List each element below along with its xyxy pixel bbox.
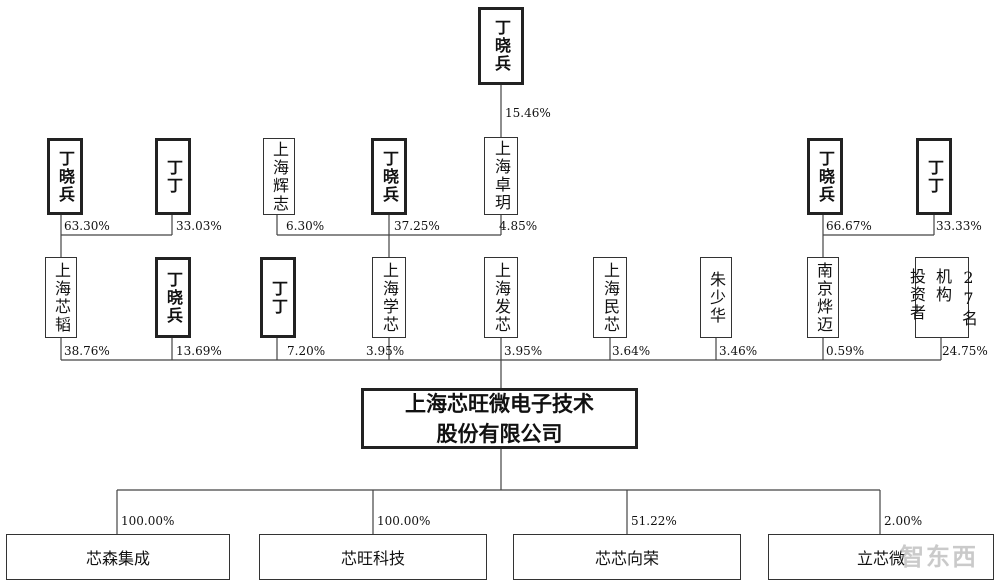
- top-person-box: 丁晓兵: [478, 7, 524, 85]
- pct-shanghai-faxin: 3.95%: [504, 344, 543, 358]
- pct-xinxin-xiangrong: 51.22%: [631, 514, 677, 528]
- watermark-logo: 智东西: [900, 543, 978, 571]
- shareholder-shanghai-xintao-box: 上海芯韬: [45, 257, 77, 338]
- tier2-dxb-mid-box: 丁晓兵: [371, 138, 407, 215]
- pct-dxb-mid: 37.25%: [394, 219, 440, 233]
- shareholder-27-institutions-box: 27名 机构 投资者: [907, 257, 978, 338]
- tier2-dxb-left-box: 丁晓兵: [47, 138, 83, 215]
- subsidiary-xinwang-tech-box: 芯旺科技: [259, 534, 487, 580]
- company-name-line2: 股份有限公司: [436, 421, 563, 446]
- tier2-dd-left-box: 丁丁: [155, 138, 191, 215]
- company-name-line1: 上海芯旺微电子技术: [405, 391, 594, 416]
- shareholder-zhu-shaohua-box: 朱少华: [700, 257, 732, 338]
- pct-shanghai-minxin: 3.64%: [612, 344, 651, 358]
- pct-dd-left: 33.03%: [176, 219, 222, 233]
- pct-shanghai-zhuoyue: 4.85%: [499, 219, 538, 233]
- pct-shareholder-dxb: 13.69%: [176, 344, 222, 358]
- pct-shareholder-dd: 7.20%: [287, 344, 326, 358]
- shareholder-shanghai-minxin-box: 上海民芯: [593, 257, 627, 338]
- pct-zhu-shaohua: 3.46%: [719, 344, 758, 358]
- pct-xinsen: 100.00%: [121, 514, 175, 528]
- pct-27-institutions: 24.75%: [942, 344, 988, 358]
- subsidiary-xinsen-box: 芯森集成: [6, 534, 230, 580]
- pct-shanghai-xiezhi: 6.30%: [286, 219, 325, 233]
- shareholder-nanjing-yemai-box: 南京烨迈: [807, 257, 839, 338]
- shareholder-dd-box: 丁丁: [260, 257, 296, 338]
- shareholder-shanghai-faxin-box: 上海发芯: [484, 257, 518, 338]
- tier2-dxb-right-box: 丁晓兵: [807, 138, 843, 215]
- top-person-name: 丁晓兵: [492, 19, 511, 73]
- shareholder-dxb-box: 丁晓兵: [155, 257, 191, 338]
- tier2-dd-right-box: 丁丁: [916, 138, 952, 215]
- pct-shanghai-xintao: 38.76%: [64, 344, 110, 358]
- main-company-box: 上海芯旺微电子技术 股份有限公司: [361, 388, 638, 449]
- institutions-name: 27名 机构 投资者: [907, 267, 978, 328]
- subsidiary-lixinwei-box: 立芯微: [768, 534, 994, 580]
- shareholder-shanghai-xuexin-box: 上海学芯: [372, 257, 406, 338]
- pct-nanjing-yemai: 0.59%: [826, 344, 865, 358]
- subsidiary-xinxin-xiangrong-box: 芯芯向荣: [513, 534, 741, 580]
- pct-top-to-zhuoyue: 15.46%: [505, 106, 551, 120]
- pct-shanghai-xuexin: 3.95%: [366, 344, 405, 358]
- tier2-shanghai-zhuoyue-box: 上海卓玥: [484, 137, 518, 215]
- pct-dxb-right: 66.67%: [826, 219, 872, 233]
- pct-dd-right: 33.33%: [936, 219, 982, 233]
- pct-xinwang-tech: 100.00%: [377, 514, 431, 528]
- pct-lixinwei: 2.00%: [884, 514, 923, 528]
- pct-dxb-left: 63.30%: [64, 219, 110, 233]
- tier2-shanghai-xiezhi-box: 上海辉志: [263, 138, 295, 215]
